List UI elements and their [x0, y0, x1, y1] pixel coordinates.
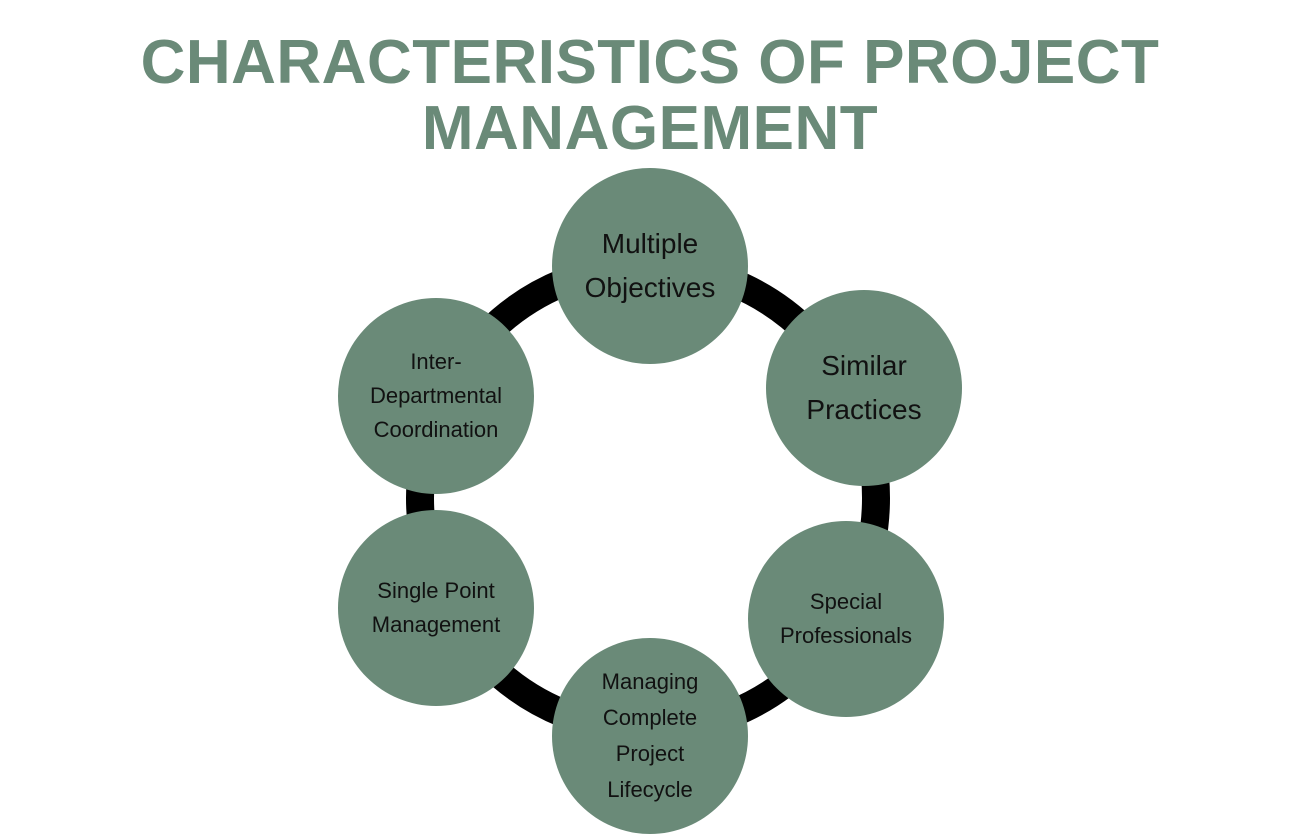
node-single-point-management: Single Point Management [338, 510, 534, 706]
page-title: CHARACTERISTICS OF PROJECT MANAGEMENT [0, 30, 1300, 162]
title-line-2: MANAGEMENT [421, 94, 879, 163]
node-label: Inter-Departmental Coordination [369, 349, 503, 442]
node-special-professionals: Special Professionals [748, 521, 944, 717]
node-label: Single Point Management [371, 578, 501, 637]
title-line-1: CHARACTERISTICS OF PROJECT [140, 28, 1160, 97]
node-label: Managing Complete Project Lifecycle [601, 669, 699, 802]
node-similar-practices: Similar Practices [766, 290, 962, 486]
node-label: Special Professionals [779, 589, 913, 648]
node-label: Similar Practices [806, 350, 922, 425]
node-inter-departmental-coordination: Inter-Departmental Coordination [338, 298, 534, 494]
node-multiple-objectives: Multiple Objectives [552, 168, 748, 364]
node-label: Multiple Objectives [584, 228, 716, 303]
node-managing-complete-project-lifecycle: Managing Complete Project Lifecycle [552, 638, 748, 834]
